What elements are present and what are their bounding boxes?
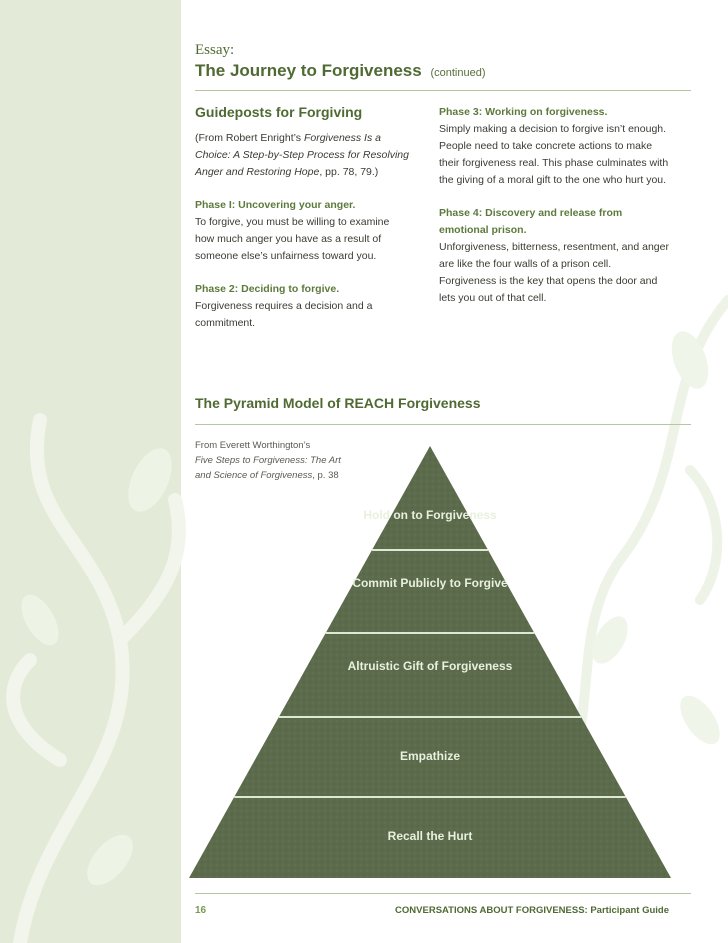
phase-text: To forgive, you must be willing to exami…: [195, 216, 390, 262]
title-text: The Journey to Forgiveness: [195, 61, 422, 80]
phase-text: Simply making a decision to forgive isn’…: [439, 123, 669, 186]
footer-divider: [195, 893, 691, 894]
pyramid-label-commit-publicly: Commit Publicly to Forgive: [352, 576, 508, 590]
phase-title: Phase 3: Working on forgiveness.: [439, 106, 608, 118]
guideposts-left-column: Guideposts for Forgiving (From Robert En…: [195, 104, 410, 332]
phase-title: Phase 2: Deciding to forgive.: [195, 283, 340, 295]
pyramid-label-recall-hurt: Recall the Hurt: [387, 829, 473, 843]
phase-4: Phase 4: Discovery and release from emot…: [439, 205, 669, 307]
pyramid-shape: [189, 446, 671, 878]
guideposts-citation: (From Robert Enright’s Forgiveness Is a …: [195, 132, 409, 178]
pyramid-label-hold-on: Hold on to Forgiveness: [363, 508, 497, 522]
title-suffix: (continued): [430, 67, 486, 79]
page-title: The Journey to Forgiveness (continued): [195, 61, 486, 81]
title-divider: [195, 90, 691, 91]
phase-title: Phase 4: Discovery and release from emot…: [439, 207, 623, 236]
guide-title: CONVERSATIONS ABOUT FORGIVENESS: Partici…: [395, 905, 669, 916]
phase-text: Forgiveness requires a decision and a co…: [195, 300, 373, 329]
phase-text: Unforgiveness, bitterness, resentment, a…: [439, 241, 669, 304]
phase-title: Phase I: Uncovering your anger.: [195, 199, 356, 211]
phase-2: Phase 2: Deciding to forgive. Forgivenes…: [195, 281, 410, 332]
pyramid-label-empathize: Empathize: [399, 749, 460, 763]
guideposts-right-column: Phase 3: Working on forgiveness. Simply …: [439, 104, 669, 307]
pyramid-heading: The Pyramid Model of REACH Forgiveness: [195, 395, 481, 411]
pyramid-divider: [195, 424, 691, 425]
phase-3: Phase 3: Working on forgiveness. Simply …: [439, 104, 669, 189]
citation-book-title: Forgiveness Is a Choice: A Step-by-Step …: [195, 132, 409, 178]
essay-label: Essay:: [195, 42, 235, 58]
phase-1: Phase I: Uncovering your anger. To forgi…: [195, 197, 410, 265]
pyramid-label-altruistic-gift: Altruistic Gift of Forgiveness: [347, 659, 513, 673]
guideposts-heading: Guideposts for Forgiving: [195, 104, 363, 120]
page-number: 16: [195, 905, 207, 916]
source-book-title: Five Steps to Forgiveness: The Art and S…: [195, 455, 341, 481]
